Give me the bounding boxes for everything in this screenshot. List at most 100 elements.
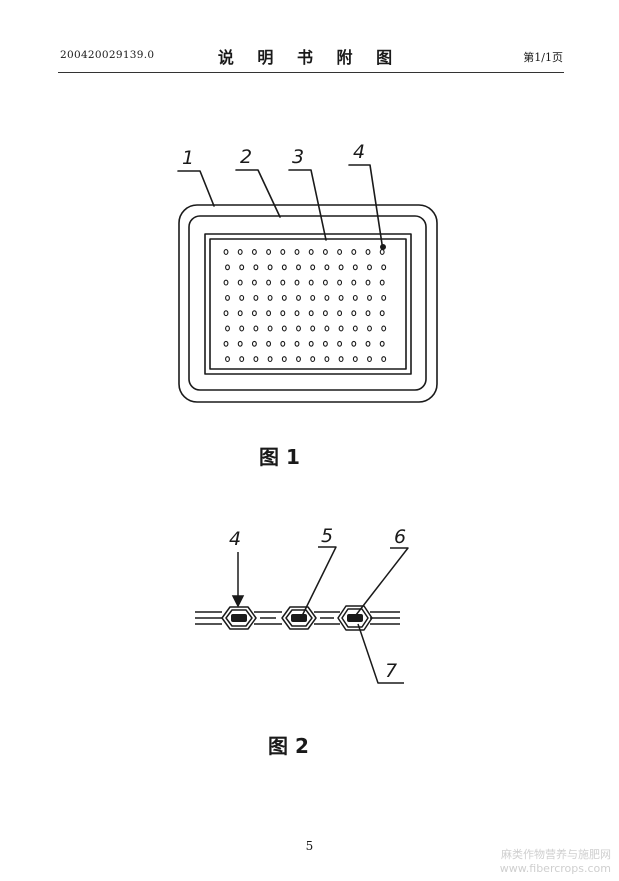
fig1-leader-3: [288, 169, 327, 241]
fig1-hole: [280, 310, 286, 317]
fig1-hole: [225, 356, 230, 363]
fig1-hole: [223, 310, 229, 317]
page-title: 说 明 书 附 图: [217, 48, 402, 67]
fig1-hole: [294, 310, 300, 317]
fig1-hole: [281, 356, 287, 363]
fig1-hole: [280, 279, 286, 286]
fig1-hole: [381, 264, 387, 271]
fig2-core-3: [347, 614, 363, 622]
fig1-leader-1: [177, 170, 215, 207]
fig1-hole: [237, 310, 243, 317]
fig1-label-4: 4: [353, 141, 365, 163]
fig1-hole: [308, 249, 314, 255]
fig1-hole: [367, 325, 372, 332]
figure-2-caption: 图 2: [268, 734, 309, 758]
fig1-hole: [322, 279, 328, 286]
fig1-marked-hole: [380, 244, 386, 250]
fig2-core-1: [231, 614, 247, 622]
fig1-perforation-grid: [223, 249, 387, 363]
fig1-hole: [351, 310, 357, 317]
fig1-hole: [296, 356, 301, 363]
fig1-outer-frame: [178, 204, 438, 403]
fig2-link-b: [314, 611, 340, 625]
fig1-hole: [310, 264, 316, 271]
fig1-hole: [379, 279, 385, 286]
fig2-leader-5: [301, 546, 337, 617]
patent-number: 200420029139.0: [60, 49, 155, 61]
fig2-sheet-right: [370, 611, 400, 625]
fig2-leader-6: [355, 547, 409, 616]
fig1-hole: [237, 340, 243, 347]
fig1-hole: [251, 310, 257, 317]
fig1-hole: [367, 356, 372, 363]
fig1-hole: [324, 325, 330, 332]
fig1-hole: [381, 325, 387, 332]
fig2-leader-7: [357, 623, 404, 684]
fig1-hole: [266, 249, 272, 255]
fig1-hole: [267, 264, 273, 271]
fig1-hole: [338, 356, 344, 363]
fig2-cell-3-outer: [337, 605, 373, 631]
fig1-hole: [308, 340, 314, 347]
fig1-hole: [251, 340, 257, 347]
fig1-hole: [296, 264, 301, 271]
fig1-hole: [253, 325, 259, 332]
watermark-line-1: 麻类作物营养与施肥网: [501, 848, 611, 861]
fig1-hole: [267, 294, 273, 301]
fig1-hole: [338, 294, 344, 301]
fig1-hole: [352, 264, 358, 271]
fig1-hole: [324, 294, 330, 301]
fig1-leader-2: [235, 169, 281, 218]
fig2-label-5: 5: [321, 525, 333, 547]
fig1-hole: [365, 279, 371, 286]
fig1-leader-4: [348, 164, 383, 245]
fig1-hole: [352, 356, 358, 363]
fig2-core-2: [291, 614, 307, 622]
fig1-hole: [351, 279, 357, 286]
fig1-hole: [280, 249, 286, 255]
fig1-hole: [379, 249, 385, 255]
fig1-hole: [365, 310, 371, 317]
fig1-hole: [237, 279, 243, 286]
fig1-hole: [266, 279, 272, 286]
fig1-label-2: 2: [240, 146, 252, 168]
watermark-line-2: www.fibercrops.com: [499, 862, 611, 875]
header-rule: [58, 72, 564, 73]
fig1-hole: [308, 279, 314, 286]
fig1-hole: [239, 356, 245, 363]
fig1-hole: [225, 325, 230, 332]
fig1-hole: [225, 264, 230, 271]
fig2-label-7: 7: [385, 660, 397, 682]
fig1-hole: [296, 325, 301, 332]
fig1-hole: [337, 340, 343, 347]
fig2-cell-1-inner: [225, 609, 253, 627]
fig1-hole: [294, 340, 300, 347]
fig2-cell-2-outer: [281, 606, 317, 630]
fig1-hole: [237, 249, 243, 255]
fig1-hole: [223, 249, 229, 255]
fig1-hole: [251, 279, 257, 286]
fig1-hole: [294, 279, 300, 286]
fig2-sheet-left: [195, 611, 222, 625]
fig1-hole: [322, 249, 328, 255]
fig1-hole: [324, 356, 330, 363]
fig2-label-4: 4: [229, 528, 241, 550]
fig1-hole: [239, 294, 245, 301]
fig1-hole: [338, 264, 344, 271]
page-indicator: 第1/1页: [523, 51, 563, 64]
fig1-hole: [308, 310, 314, 317]
fig1-hole: [367, 264, 372, 271]
fig1-hole: [322, 340, 328, 347]
fig1-hole: [365, 249, 371, 255]
fig1-hole: [337, 310, 343, 317]
page-number: 5: [305, 839, 314, 853]
fig1-hole: [294, 249, 300, 255]
fig2-cell-3-inner: [341, 608, 369, 628]
fig1-hole: [266, 340, 272, 347]
fig2-arrow-head: [231, 595, 245, 608]
fig1-hole: [239, 264, 245, 271]
fig1-hole: [365, 340, 371, 347]
fig1-hole: [352, 294, 358, 301]
fig1-hole: [324, 264, 330, 271]
fig2-link-a: [254, 611, 282, 625]
